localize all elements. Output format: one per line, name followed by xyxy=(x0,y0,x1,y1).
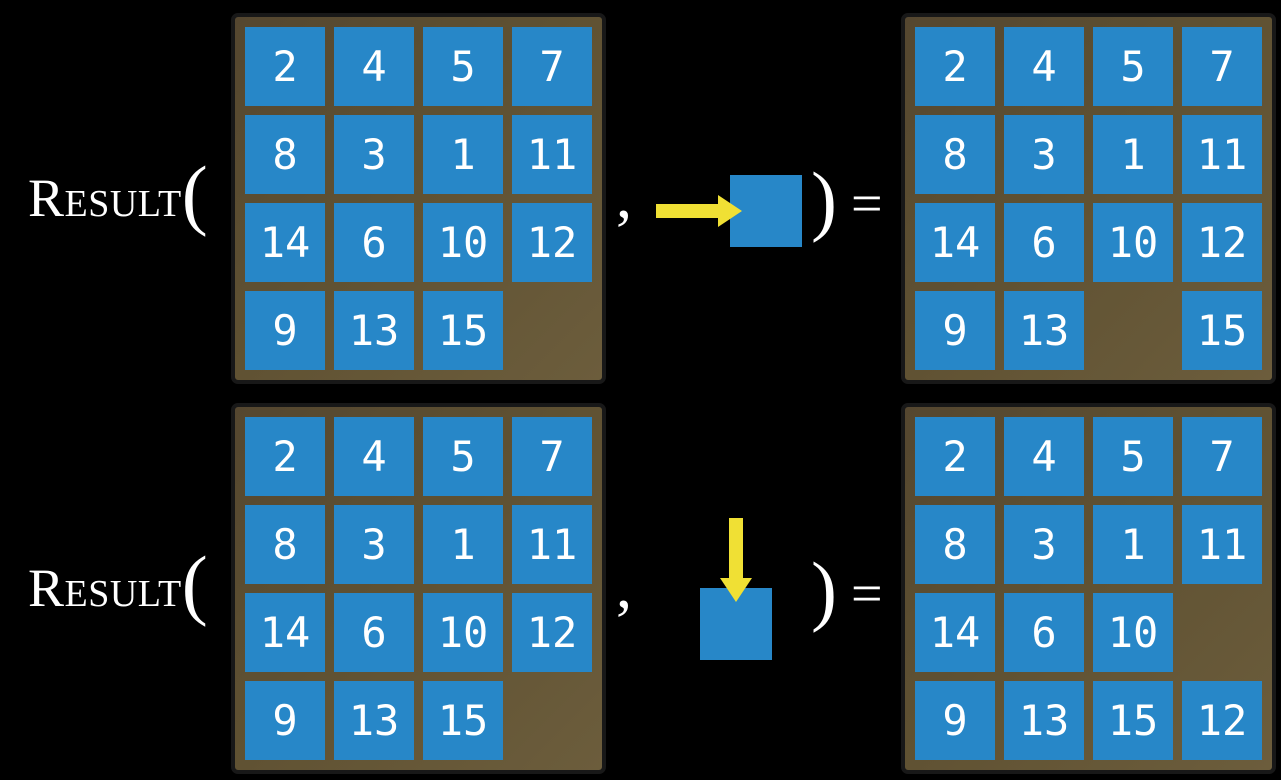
puzzle-tile: 11 xyxy=(512,115,592,194)
open-paren: ( xyxy=(181,150,208,237)
puzzle-tile: 8 xyxy=(245,115,325,194)
puzzle-tile: 5 xyxy=(1093,417,1173,496)
puzzle-tile: 15 xyxy=(423,291,503,370)
puzzle-tile: 7 xyxy=(512,27,592,106)
puzzle-tile: 4 xyxy=(1004,27,1084,106)
puzzle-tile: 3 xyxy=(334,115,414,194)
closing-equals-group: ) = xyxy=(811,551,883,632)
puzzle-tile: 10 xyxy=(423,203,503,282)
puzzle-tile: 12 xyxy=(512,593,592,672)
open-paren: ( xyxy=(181,540,208,627)
puzzle-tile: 7 xyxy=(512,417,592,496)
puzzle-tile: 7 xyxy=(1182,417,1262,496)
puzzle-tile: 7 xyxy=(1182,27,1262,106)
puzzle-tile: 13 xyxy=(1004,681,1084,760)
puzzle-tile: 1 xyxy=(423,115,503,194)
puzzle-tile: 4 xyxy=(334,27,414,106)
puzzle-tile: 3 xyxy=(1004,115,1084,194)
puzzle-tile: 13 xyxy=(334,291,414,370)
puzzle-tile: 5 xyxy=(423,27,503,106)
puzzle-tile: 5 xyxy=(423,417,503,496)
puzzle-tile: 6 xyxy=(334,203,414,282)
function-name: Result xyxy=(28,558,182,618)
arrow-right-icon xyxy=(656,195,742,227)
puzzle-tile: 11 xyxy=(512,505,592,584)
puzzle-tile: 9 xyxy=(245,291,325,370)
puzzle-tile: 15 xyxy=(1182,291,1262,370)
puzzle-tile: 4 xyxy=(334,417,414,496)
puzzle-tile: 13 xyxy=(334,681,414,760)
puzzle-tile: 2 xyxy=(245,27,325,106)
empty-cell xyxy=(1093,291,1173,370)
puzzle-tile: 12 xyxy=(1182,681,1262,760)
empty-cell xyxy=(512,681,592,760)
puzzle-tile: 6 xyxy=(1004,593,1084,672)
equals-sign: = xyxy=(850,173,883,235)
puzzle-tile: 11 xyxy=(1182,505,1262,584)
puzzle-tile: 13 xyxy=(1004,291,1084,370)
comma: , xyxy=(616,550,632,621)
puzzle-tile: 5 xyxy=(1093,27,1173,106)
puzzle-tile: 11 xyxy=(1182,115,1262,194)
puzzle-tile: 14 xyxy=(915,203,995,282)
puzzle-tile: 14 xyxy=(245,203,325,282)
result-function-label: Result( xyxy=(28,545,208,626)
puzzle-tile: 8 xyxy=(245,505,325,584)
puzzle-tile: 1 xyxy=(423,505,503,584)
puzzle-tile: 10 xyxy=(1093,593,1173,672)
puzzle-tile: 10 xyxy=(423,593,503,672)
closing-equals-group: ) = xyxy=(811,161,883,242)
puzzle-tile: 6 xyxy=(1004,203,1084,282)
empty-cell xyxy=(512,291,592,370)
puzzle-tile: 4 xyxy=(1004,417,1084,496)
puzzle-tile: 1 xyxy=(1093,505,1173,584)
puzzle-tile: 2 xyxy=(915,27,995,106)
action-tile xyxy=(730,175,802,247)
puzzle-tile: 10 xyxy=(1093,203,1173,282)
puzzle-tile: 15 xyxy=(423,681,503,760)
puzzle-tile: 3 xyxy=(334,505,414,584)
puzzle-tile: 9 xyxy=(915,681,995,760)
puzzle-tile: 12 xyxy=(1182,203,1262,282)
function-name: Result xyxy=(28,168,182,228)
puzzle-tile: 9 xyxy=(245,681,325,760)
close-paren: ) xyxy=(811,156,837,243)
puzzle-tile: 2 xyxy=(915,417,995,496)
equals-sign: = xyxy=(850,563,883,625)
puzzle-tile: 14 xyxy=(915,593,995,672)
empty-cell xyxy=(1182,593,1262,672)
comma: , xyxy=(616,160,632,231)
puzzle-tile: 14 xyxy=(245,593,325,672)
arrow-down-icon xyxy=(720,518,752,602)
puzzle-tile: 8 xyxy=(915,505,995,584)
puzzle-tile: 1 xyxy=(1093,115,1173,194)
result-function-label: Result( xyxy=(28,155,208,236)
puzzle-tile: 8 xyxy=(915,115,995,194)
puzzle-tile: 9 xyxy=(915,291,995,370)
close-paren: ) xyxy=(811,546,837,633)
puzzle-tile: 3 xyxy=(1004,505,1084,584)
puzzle-tile: 2 xyxy=(245,417,325,496)
puzzle-tile: 15 xyxy=(1093,681,1173,760)
puzzle-tile: 12 xyxy=(512,203,592,282)
puzzle-tile: 6 xyxy=(334,593,414,672)
